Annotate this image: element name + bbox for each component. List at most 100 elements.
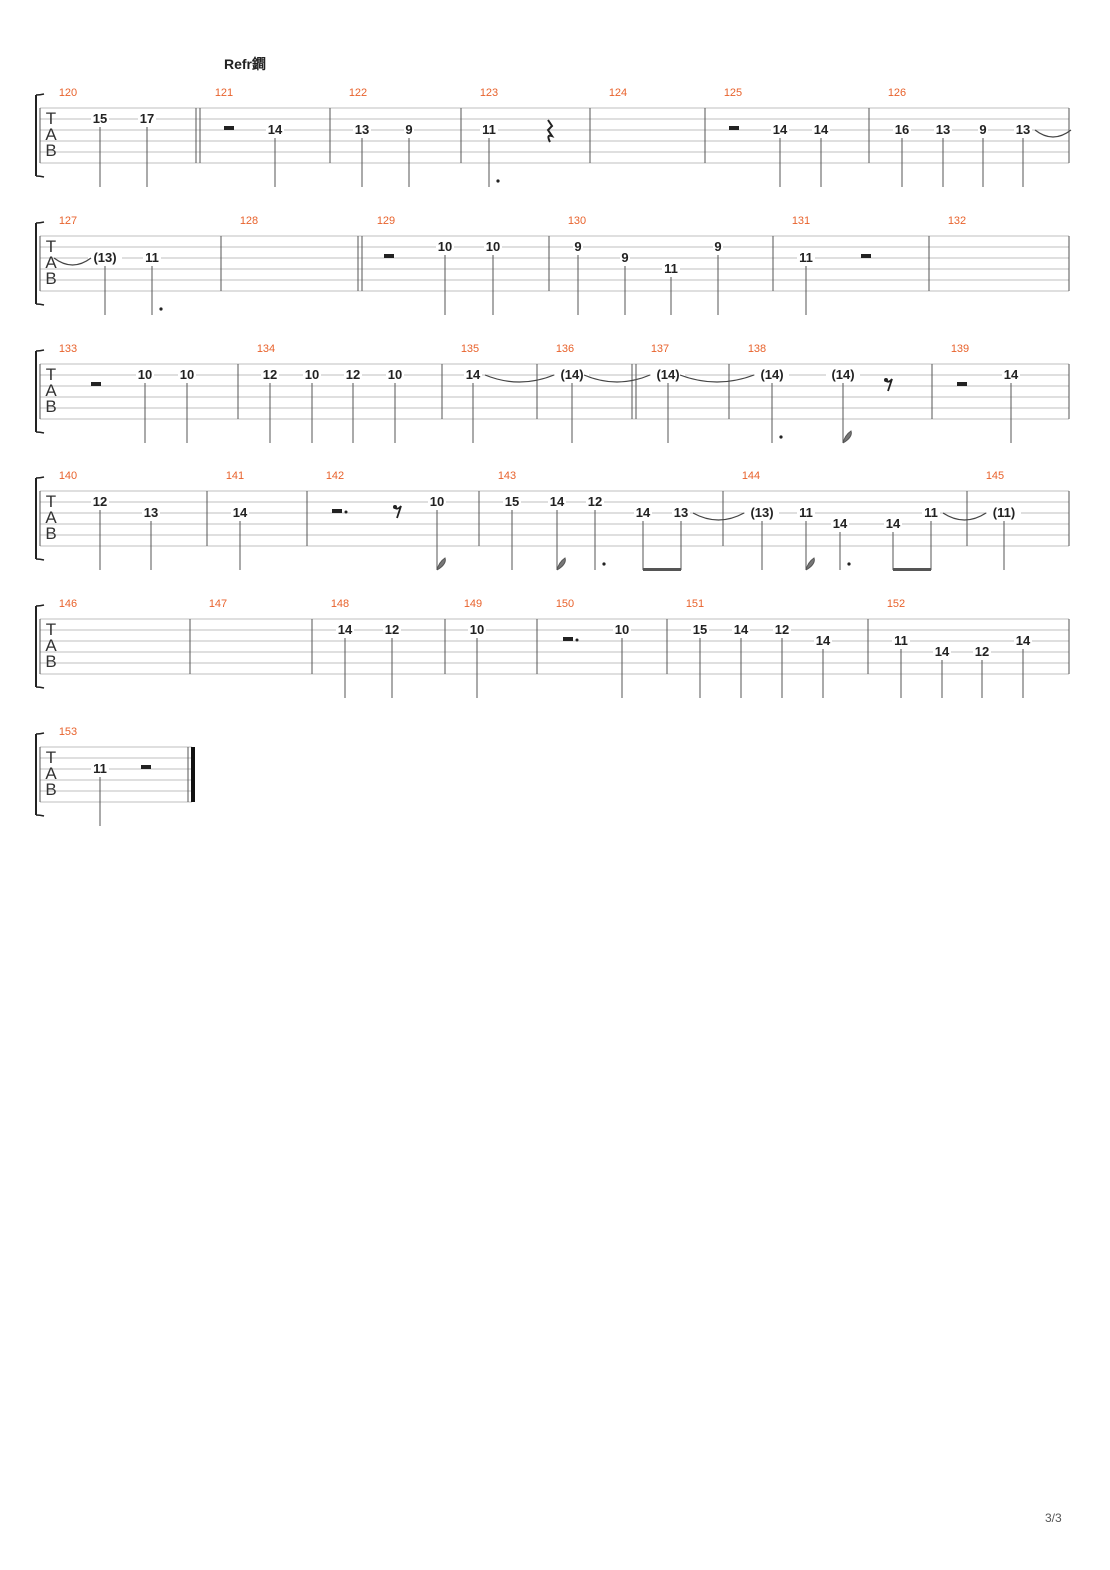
system-bracket-bottom [35, 558, 45, 561]
measure-number: 137 [651, 343, 669, 355]
fret-number: 14 [773, 122, 788, 137]
measure-number: 139 [951, 343, 969, 355]
fret-number: 9 [574, 239, 581, 254]
fret-backing [303, 369, 321, 381]
fret-backing [484, 241, 502, 253]
fret-number: 13 [144, 505, 158, 520]
fret-backing [573, 241, 583, 253]
note-flag [805, 557, 815, 571]
fret-backing [987, 507, 1021, 519]
tab-clef-letter: B [45, 141, 56, 160]
fret-backing [231, 507, 249, 519]
fret-backing [620, 252, 630, 264]
fret-backing [634, 507, 652, 519]
fret-number: 9 [714, 239, 721, 254]
measure-number: 132 [948, 215, 966, 227]
fret-backing [1014, 635, 1032, 647]
quarter-rest [546, 119, 555, 143]
fret-backing [797, 252, 815, 264]
duration-dot [602, 562, 606, 566]
tab-clef-letter: B [45, 397, 56, 416]
fret-backing [973, 646, 991, 658]
fret-number: 10 [470, 622, 484, 637]
fret-backing [745, 507, 779, 519]
fret-backing [383, 624, 401, 636]
fret-number: 10 [180, 367, 194, 382]
fret-number: 11 [145, 250, 159, 265]
fret-backing [831, 518, 849, 530]
measure-number: 126 [888, 87, 906, 99]
system-bracket-top [35, 93, 45, 96]
fret-number: 14 [833, 516, 848, 531]
half-rest [91, 382, 101, 386]
tab-clef-letter: A [45, 636, 57, 655]
fret-number: 17 [140, 111, 154, 126]
system-bracket-top [35, 221, 45, 224]
measure-number: 133 [59, 343, 77, 355]
tie-arc [484, 374, 555, 383]
measure-number: 152 [887, 598, 905, 610]
fret-backing [142, 507, 160, 519]
fret-backing [555, 369, 589, 381]
duration-dot [847, 562, 851, 566]
system-bracket-bottom [35, 175, 45, 178]
fret-number: 14 [814, 122, 829, 137]
fret-backing [814, 635, 832, 647]
measure-number: 134 [257, 343, 275, 355]
half-rest [861, 254, 871, 258]
measure-number: 121 [215, 87, 233, 99]
half-rest [141, 765, 151, 769]
eighth-rest-dot [884, 378, 888, 382]
measure-number: 122 [349, 87, 367, 99]
fret-backing [464, 369, 482, 381]
measure-number: 125 [724, 87, 742, 99]
fret-number: 14 [734, 622, 749, 637]
fret-backing [812, 124, 830, 136]
note-beam [643, 568, 681, 571]
fret-backing [88, 252, 122, 264]
fret-number: 12 [385, 622, 399, 637]
eighth-rest-dot [393, 505, 397, 509]
fret-number: 12 [263, 367, 277, 382]
fret-number: 11 [93, 761, 107, 776]
fret-backing [428, 496, 446, 508]
fret-number: 14 [466, 367, 481, 382]
fret-backing [691, 624, 709, 636]
fret-number: 14 [550, 494, 565, 509]
half-rest [224, 126, 234, 130]
page-number: 3/3 [1045, 1511, 1062, 1525]
measure-number: 150 [556, 598, 574, 610]
measure-number: 120 [59, 87, 77, 99]
fret-number: 13 [674, 505, 688, 520]
fret-backing [91, 763, 109, 775]
fret-backing [934, 124, 952, 136]
fret-number: 12 [775, 622, 789, 637]
half-rest [384, 254, 394, 258]
fret-backing [884, 518, 902, 530]
fret-backing [136, 369, 154, 381]
fret-backing [1014, 124, 1032, 136]
fret-backing [178, 369, 196, 381]
fret-number: 12 [588, 494, 602, 509]
note-flag [842, 430, 852, 444]
fret-backing [344, 369, 362, 381]
system-bracket-top [35, 732, 45, 735]
fret-backing [143, 252, 161, 264]
fret-backing [755, 369, 789, 381]
fret-backing [713, 241, 723, 253]
tie-arc [942, 512, 987, 521]
measure-number: 130 [568, 215, 586, 227]
duration-dot [496, 179, 500, 183]
measure-number: 148 [331, 598, 349, 610]
measure-number: 135 [461, 343, 479, 355]
tab-clef-letter: T [46, 748, 56, 767]
tab-clef-letter: B [45, 524, 56, 543]
measure-number: 153 [59, 726, 77, 738]
measure-number: 124 [609, 87, 627, 99]
tab-clef-letter: T [46, 620, 56, 639]
fret-number: 14 [1016, 633, 1031, 648]
tab-clef-letter: T [46, 109, 56, 128]
section-label: Refr鐧 [224, 56, 267, 72]
fret-number: 11 [894, 633, 908, 648]
